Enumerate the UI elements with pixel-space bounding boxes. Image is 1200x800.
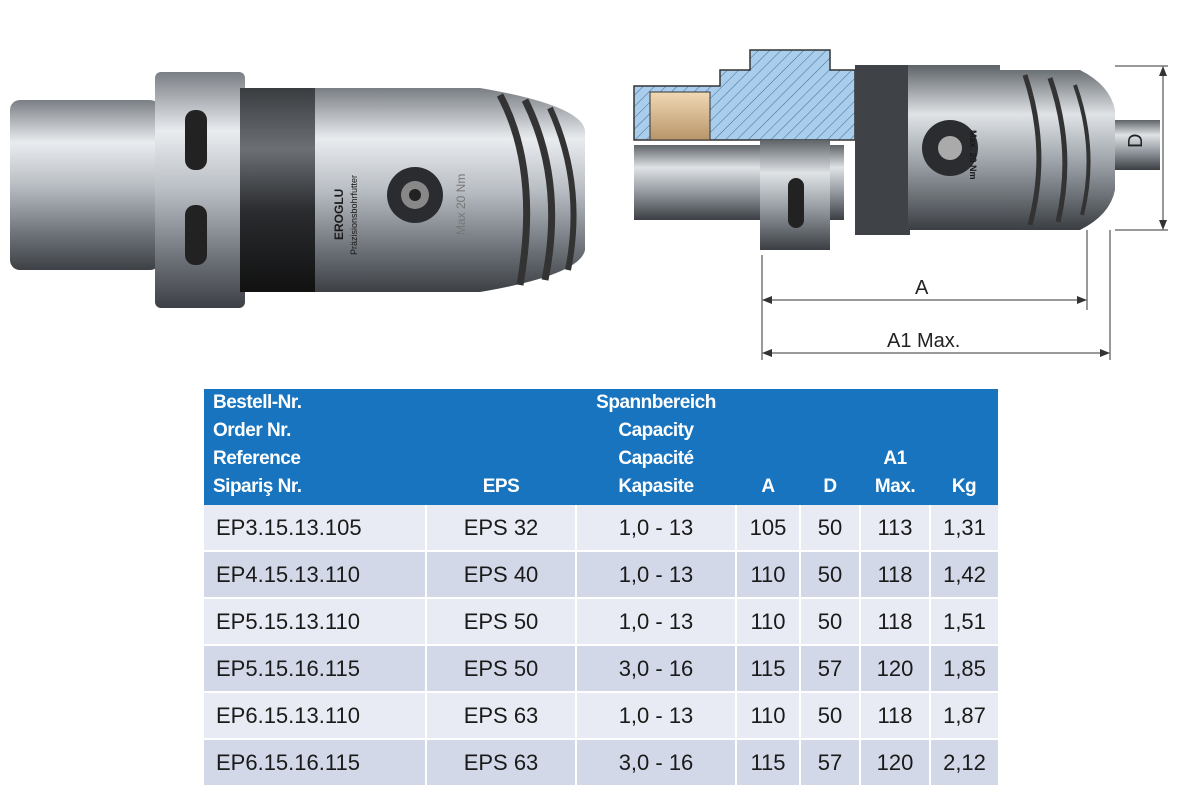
header-order-tr: Sipariş Nr.: [213, 476, 302, 497]
cell-d: 50: [800, 505, 861, 552]
header-order: Bestell-Nr. Order Nr. Reference Sipariş …: [204, 389, 426, 505]
table-header-row: Bestell-Nr. Order Nr. Reference Sipariş …: [204, 389, 998, 505]
drawing-torque-text: Max. 20 Nm: [968, 130, 978, 180]
cell-eps: EPS 50: [426, 645, 577, 693]
dim-d-label: D: [1125, 134, 1147, 148]
dark-ring: [855, 65, 910, 235]
cell-order: EP3.15.13.105: [204, 505, 427, 552]
cell-capacity: 3,0 - 16: [576, 739, 737, 787]
cell-eps: EPS 63: [426, 692, 577, 740]
cell-kg: 1,42: [930, 551, 998, 599]
cell-kg: 1,85: [930, 645, 998, 693]
product-photo: EROGLU Präzisionsbohrfutter Max 20 Nm: [10, 72, 585, 308]
shank: [10, 100, 160, 270]
flange-slot: [185, 205, 207, 265]
cell-eps: EPS 32: [426, 505, 577, 552]
header-d: D: [800, 389, 860, 505]
cell-a: 110: [736, 598, 801, 646]
dark-ring: [240, 88, 320, 292]
cell-a: 110: [736, 551, 801, 599]
cell-order: EP6.15.16.115: [204, 739, 427, 787]
cell-eps: EPS 63: [426, 739, 577, 787]
header-capacity-en: Capacity: [618, 420, 694, 441]
cell-a: 115: [736, 739, 801, 787]
header-eps: EPS: [426, 389, 576, 505]
cell-a1: 118: [860, 551, 931, 599]
cell-a1: 118: [860, 692, 931, 740]
cell-eps: EPS 50: [426, 598, 577, 646]
cell-d: 50: [800, 692, 861, 740]
cell-d: 50: [800, 551, 861, 599]
cell-d: 57: [800, 739, 861, 787]
header-order-en: Order Nr.: [213, 420, 291, 441]
header-a: A: [736, 389, 800, 505]
flange: [155, 72, 245, 308]
cell-a1: 120: [860, 645, 931, 693]
photo-model-text: Präzisionsbohrfutter: [349, 175, 359, 255]
header-kg: Kg: [930, 389, 998, 505]
cell-a1: 120: [860, 739, 931, 787]
cell-order: EP4.15.13.110: [204, 551, 427, 599]
cell-d: 50: [800, 598, 861, 646]
cell-a1: 113: [860, 505, 931, 552]
cell-kg: 2,12: [930, 739, 998, 787]
cell-order: EP5.15.13.110: [204, 598, 427, 646]
header-capacity-tr: Kapasite: [618, 476, 694, 497]
technical-drawing: Max. 20 Nm D A A1 Max.: [633, 49, 1168, 360]
header-order-fr: Reference: [213, 448, 301, 469]
cell-a: 110: [736, 692, 801, 740]
cell-kg: 1,31: [930, 505, 998, 552]
header-capacity-de: Spannbereich: [596, 392, 716, 413]
flange-slot: [185, 110, 207, 170]
dim-a1-label: A1 Max.: [887, 330, 960, 352]
photo-brand-text: EROGLU: [332, 189, 346, 240]
cell-a1: 118: [860, 598, 931, 646]
cell-capacity: 3,0 - 16: [576, 645, 737, 693]
spec-table: Bestell-Nr. Order Nr. Reference Sipariş …: [204, 389, 998, 787]
dim-a-label: A: [915, 277, 929, 299]
cell-capacity: 1,0 - 13: [576, 692, 737, 740]
cell-capacity: 1,0 - 13: [576, 551, 737, 599]
cell-a: 115: [736, 645, 801, 693]
cell-kg: 1,87: [930, 692, 998, 740]
cell-capacity: 1,0 - 13: [576, 505, 737, 552]
header-a1: A1 Max.: [860, 389, 930, 505]
photo-torque-text: Max 20 Nm: [454, 174, 468, 235]
cell-eps: EPS 40: [426, 551, 577, 599]
cell-order: EP6.15.13.110: [204, 692, 427, 740]
cell-d: 57: [800, 645, 861, 693]
header-capacity: Spannbereich Capacity Capacité Kapasite: [576, 389, 736, 505]
collet: [649, 91, 711, 141]
cell-order: EP5.15.16.115: [204, 645, 427, 693]
cell-kg: 1,51: [930, 598, 998, 646]
cell-capacity: 1,0 - 13: [576, 598, 737, 646]
cell-a: 105: [736, 505, 801, 552]
header-order-de: Bestell-Nr.: [213, 392, 302, 413]
header-capacity-fr: Capacité: [618, 448, 694, 469]
